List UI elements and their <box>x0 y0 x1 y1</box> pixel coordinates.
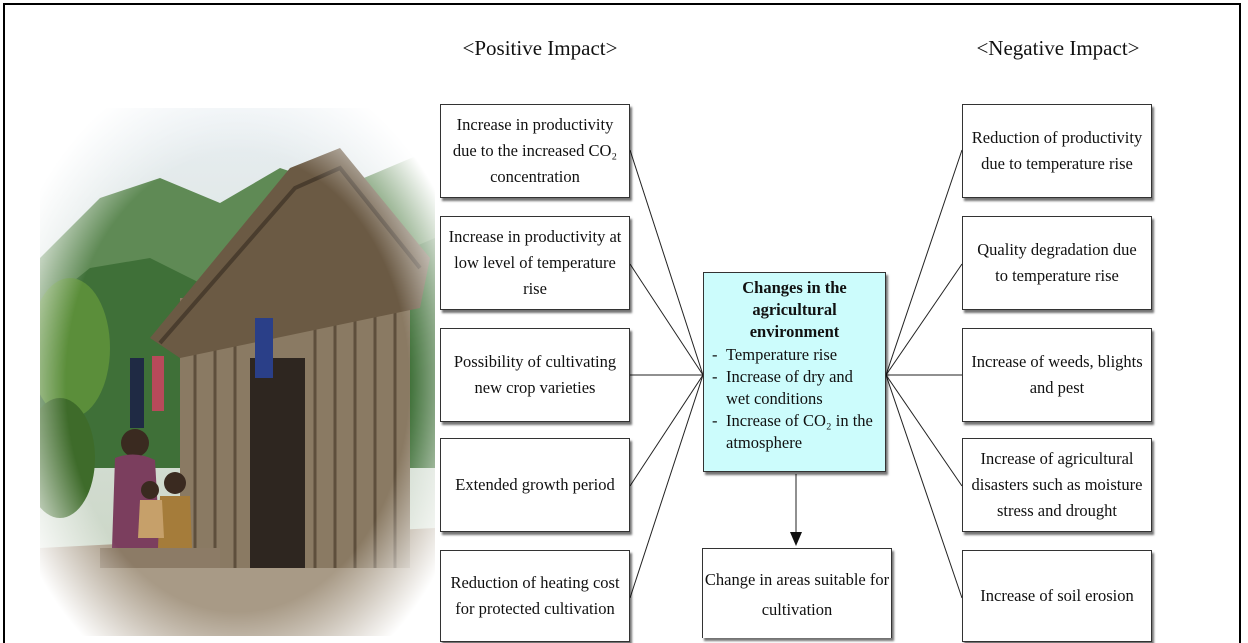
center-item: Increase of CO₂ in the atmosphere <box>710 410 879 454</box>
negative-impact-heading: <Negative Impact> <box>976 36 1140 60</box>
center-item: Increase of dry and wet conditions <box>710 366 879 410</box>
connector-negative-1 <box>885 149 963 376</box>
positive-impact-box-3: Possibility of cultivating new crop vari… <box>440 328 630 422</box>
positive-impact-box-1: Increase in productivity due to the incr… <box>440 104 630 198</box>
negative-impact-box-2: Quality degradation due to temperature r… <box>962 216 1152 310</box>
negative-impact-box-4: Increase of agricultural disasters such … <box>962 438 1152 532</box>
negative-impact-box-1: Reduction of productivity due to tempera… <box>962 104 1152 198</box>
connector-negative-4 <box>885 374 963 487</box>
center-list: Temperature rise Increase of dry and wet… <box>710 344 879 454</box>
connector-positive-5 <box>629 374 704 599</box>
positive-impact-box-5: Reduction of heating cost for protected … <box>440 550 630 642</box>
center-item: Temperature rise <box>710 344 879 366</box>
positive-impact-heading: <Positive Impact> <box>462 36 618 60</box>
connector-negative-2 <box>885 263 963 376</box>
negative-impact-box-3: Increase of weeds, blights and pest <box>962 328 1152 422</box>
connector-positive-4 <box>629 374 704 487</box>
outcome-box: Change in areas suitable for cultivation <box>702 548 892 638</box>
connector-positive-2 <box>629 263 704 376</box>
hut-family-photo <box>40 108 435 636</box>
connector-positive-1 <box>629 149 704 376</box>
connector-negative-5 <box>885 374 963 599</box>
positive-impact-box-4: Extended growth period <box>440 438 630 532</box>
agricultural-environment-box: Changes in the agricultural environment … <box>703 272 886 472</box>
positive-impact-box-2: Increase in productivity at low level of… <box>440 216 630 310</box>
center-title: Changes in the agricultural environment <box>742 278 847 341</box>
arrow-head <box>790 532 802 546</box>
negative-impact-box-5: Increase of soil erosion <box>962 550 1152 642</box>
figure-frame <box>3 3 1241 643</box>
